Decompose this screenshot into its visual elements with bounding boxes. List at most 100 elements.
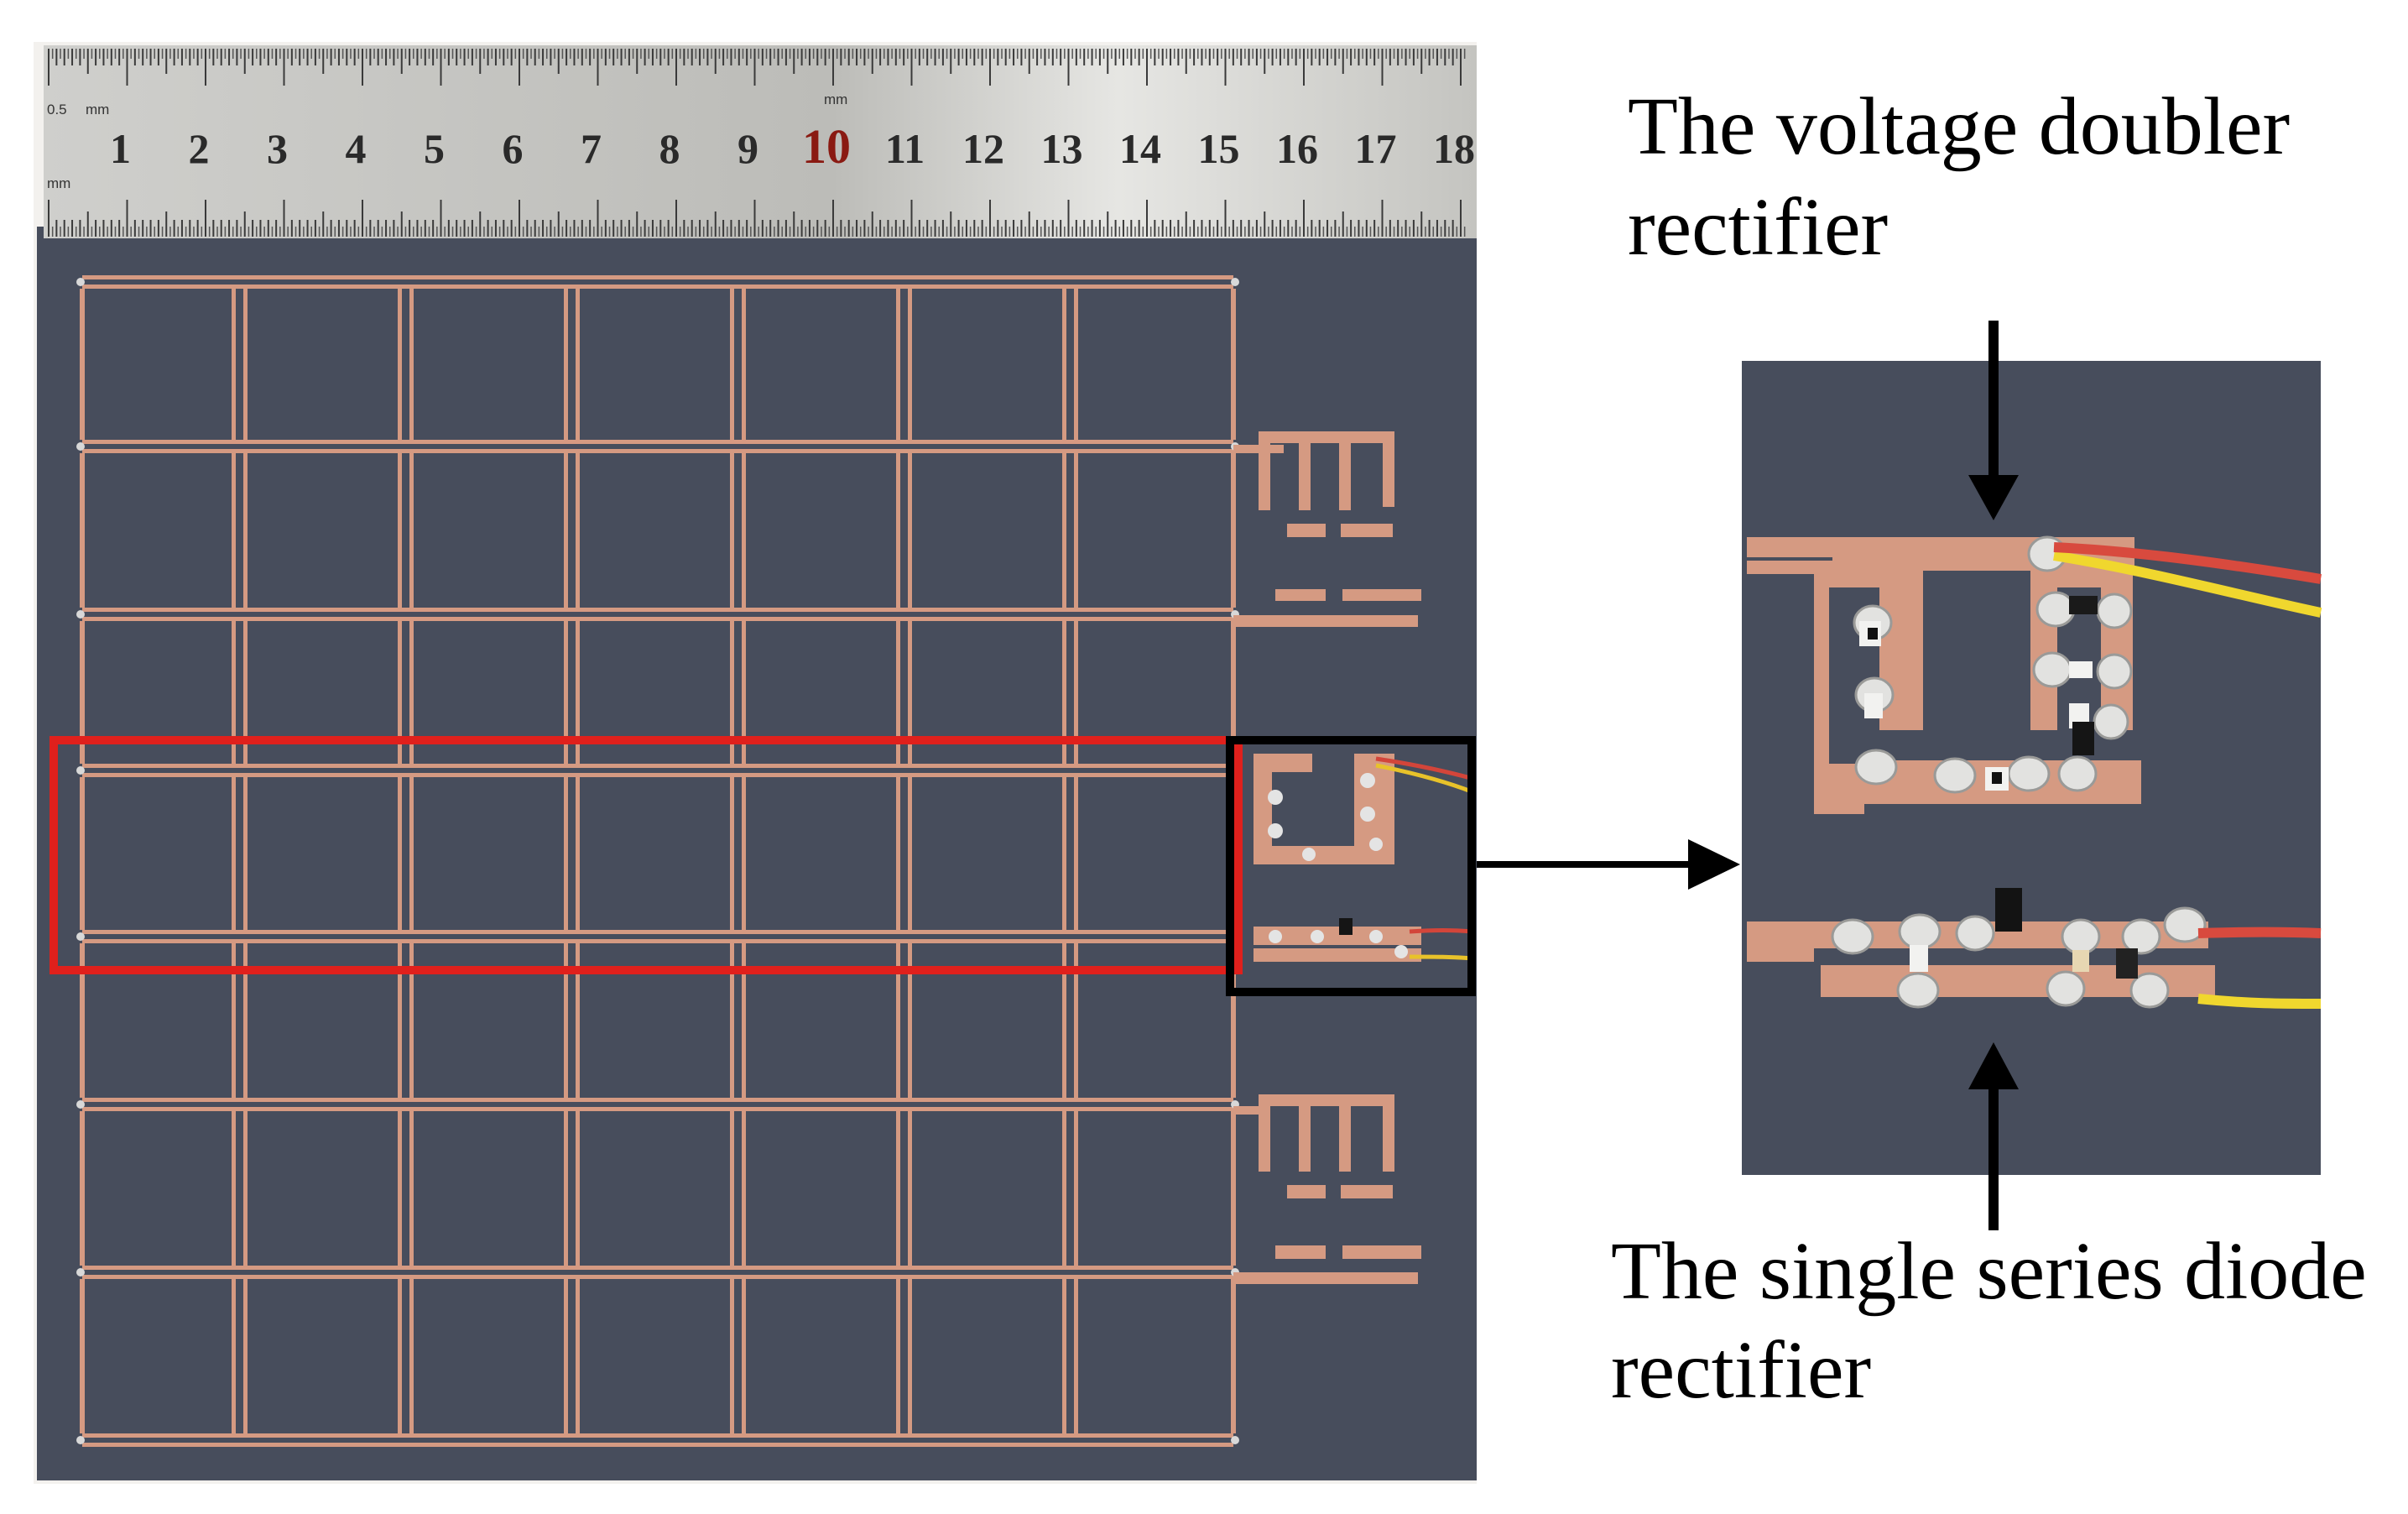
grid-cell-line (908, 777, 912, 930)
ruler-unit-bottom: mm (47, 175, 70, 191)
grid-cell-line (243, 621, 248, 764)
grid-cell-line (576, 943, 580, 1098)
grid-via (76, 1436, 85, 1444)
grid-cell-line (243, 453, 248, 608)
grid-cell-line (564, 289, 568, 440)
grid-cell-line (908, 943, 912, 1098)
grid-cell-line (409, 453, 414, 608)
grid-via (76, 610, 85, 619)
grid-via (76, 278, 85, 286)
grid-cell-line (1074, 289, 1078, 440)
ruler-ticks (48, 49, 1466, 237)
grid-edge-line (80, 1279, 85, 1433)
grid-cell-line (564, 777, 568, 930)
grid-cell-line (398, 777, 402, 930)
grid-cell-line (896, 777, 900, 930)
matching-stub-lower (1233, 1094, 1421, 1284)
grid-edge-line (80, 621, 85, 764)
grid-edge-line (1231, 1111, 1236, 1266)
grid-cell-line (232, 1111, 236, 1266)
ruler-number: 17 (1355, 125, 1397, 172)
wire-yellow-top (2053, 551, 2322, 618)
grid-cell-line (1062, 1111, 1066, 1266)
grid-via (76, 442, 85, 451)
grid-edge-line (1231, 1279, 1236, 1433)
grid-cell-line (232, 453, 236, 608)
ruler-number: 15 (1198, 125, 1240, 172)
grid-cell-line (896, 453, 900, 608)
grid-cell-line (576, 453, 580, 608)
grid-cell-line (564, 1111, 568, 1266)
grid-cell-line (730, 943, 734, 1098)
wire-red-top (2053, 542, 2322, 584)
ruler-number: 9 (738, 125, 758, 172)
grid-cell-line (243, 943, 248, 1098)
metasurface-grid (76, 275, 1239, 1447)
grid-cell-line (409, 943, 414, 1098)
ruler-number: 3 (267, 125, 288, 172)
ruler-number: 13 (1041, 125, 1083, 172)
grid-edge-line (80, 453, 85, 608)
grid-cell-line (742, 621, 746, 764)
grid-cell-line (896, 621, 900, 764)
grid-bus-line (82, 773, 1233, 777)
grid-cell-line (232, 621, 236, 764)
grid-cell-line (409, 1279, 414, 1433)
grid-cell-line (576, 1279, 580, 1433)
grid-bus-line (82, 1275, 1233, 1279)
grid-cell-line (398, 289, 402, 440)
grid-cell-line (908, 1279, 912, 1433)
grid-via (76, 932, 85, 941)
grid-cell-line (409, 289, 414, 440)
grid-edge-line (1231, 453, 1236, 608)
grid-cell-line (1074, 1279, 1078, 1433)
grid-cell-line (1074, 621, 1078, 764)
grid-edge-line (80, 289, 85, 440)
grid-cell-line (742, 777, 746, 930)
grid-cell-line (1074, 777, 1078, 930)
grid-bus-line (82, 1443, 1233, 1447)
grid-edge-line (1231, 943, 1236, 1098)
grid-bus-line (82, 617, 1233, 621)
grid-cell-line (243, 1279, 248, 1433)
ruler-unit-top: mm (86, 102, 109, 117)
grid-bus-line (82, 1098, 1233, 1102)
grid-cell-line (232, 289, 236, 440)
grid-bus-line (82, 608, 1233, 612)
grid-cell-line (398, 453, 402, 608)
grid-cell-line (409, 1111, 414, 1266)
grid-via (76, 1100, 85, 1109)
grid-cell-line (742, 1111, 746, 1266)
grid-cell-line (1062, 1279, 1066, 1433)
grid-cell-line (730, 289, 734, 440)
grid-cell-line (232, 943, 236, 1098)
grid-cell-line (576, 289, 580, 440)
grid-cell-line (896, 1279, 900, 1433)
grid-cell-line (1062, 453, 1066, 608)
grid-via (1231, 1436, 1239, 1444)
grid-cell-line (398, 943, 402, 1098)
grid-cell-line (576, 621, 580, 764)
grid-cell-line (232, 1279, 236, 1433)
label-voltage-doubler-line1: The voltage doubler (1628, 81, 2291, 172)
grid-via (1231, 278, 1239, 286)
ruler-number: 16 (1276, 125, 1318, 172)
grid-bus-line (82, 1266, 1233, 1270)
ruler-number: 12 (962, 125, 1004, 172)
grid-cell-line (730, 453, 734, 608)
grid-cell-line (730, 1279, 734, 1433)
ruler-number: 5 (424, 125, 445, 172)
zoom-inset-photo (1742, 361, 2322, 1175)
highlight-box-red (50, 736, 1243, 974)
grid-cell-line (896, 289, 900, 440)
grid-bus-line (82, 285, 1233, 289)
ruler-number: 1 (110, 125, 131, 172)
callout-arrowhead-bottom (1968, 1042, 2019, 1089)
grid-bus-line (82, 939, 1233, 943)
ruler-number: 10 (802, 119, 851, 174)
ruler-number: 11 (885, 125, 925, 172)
grid-cell-line (564, 621, 568, 764)
